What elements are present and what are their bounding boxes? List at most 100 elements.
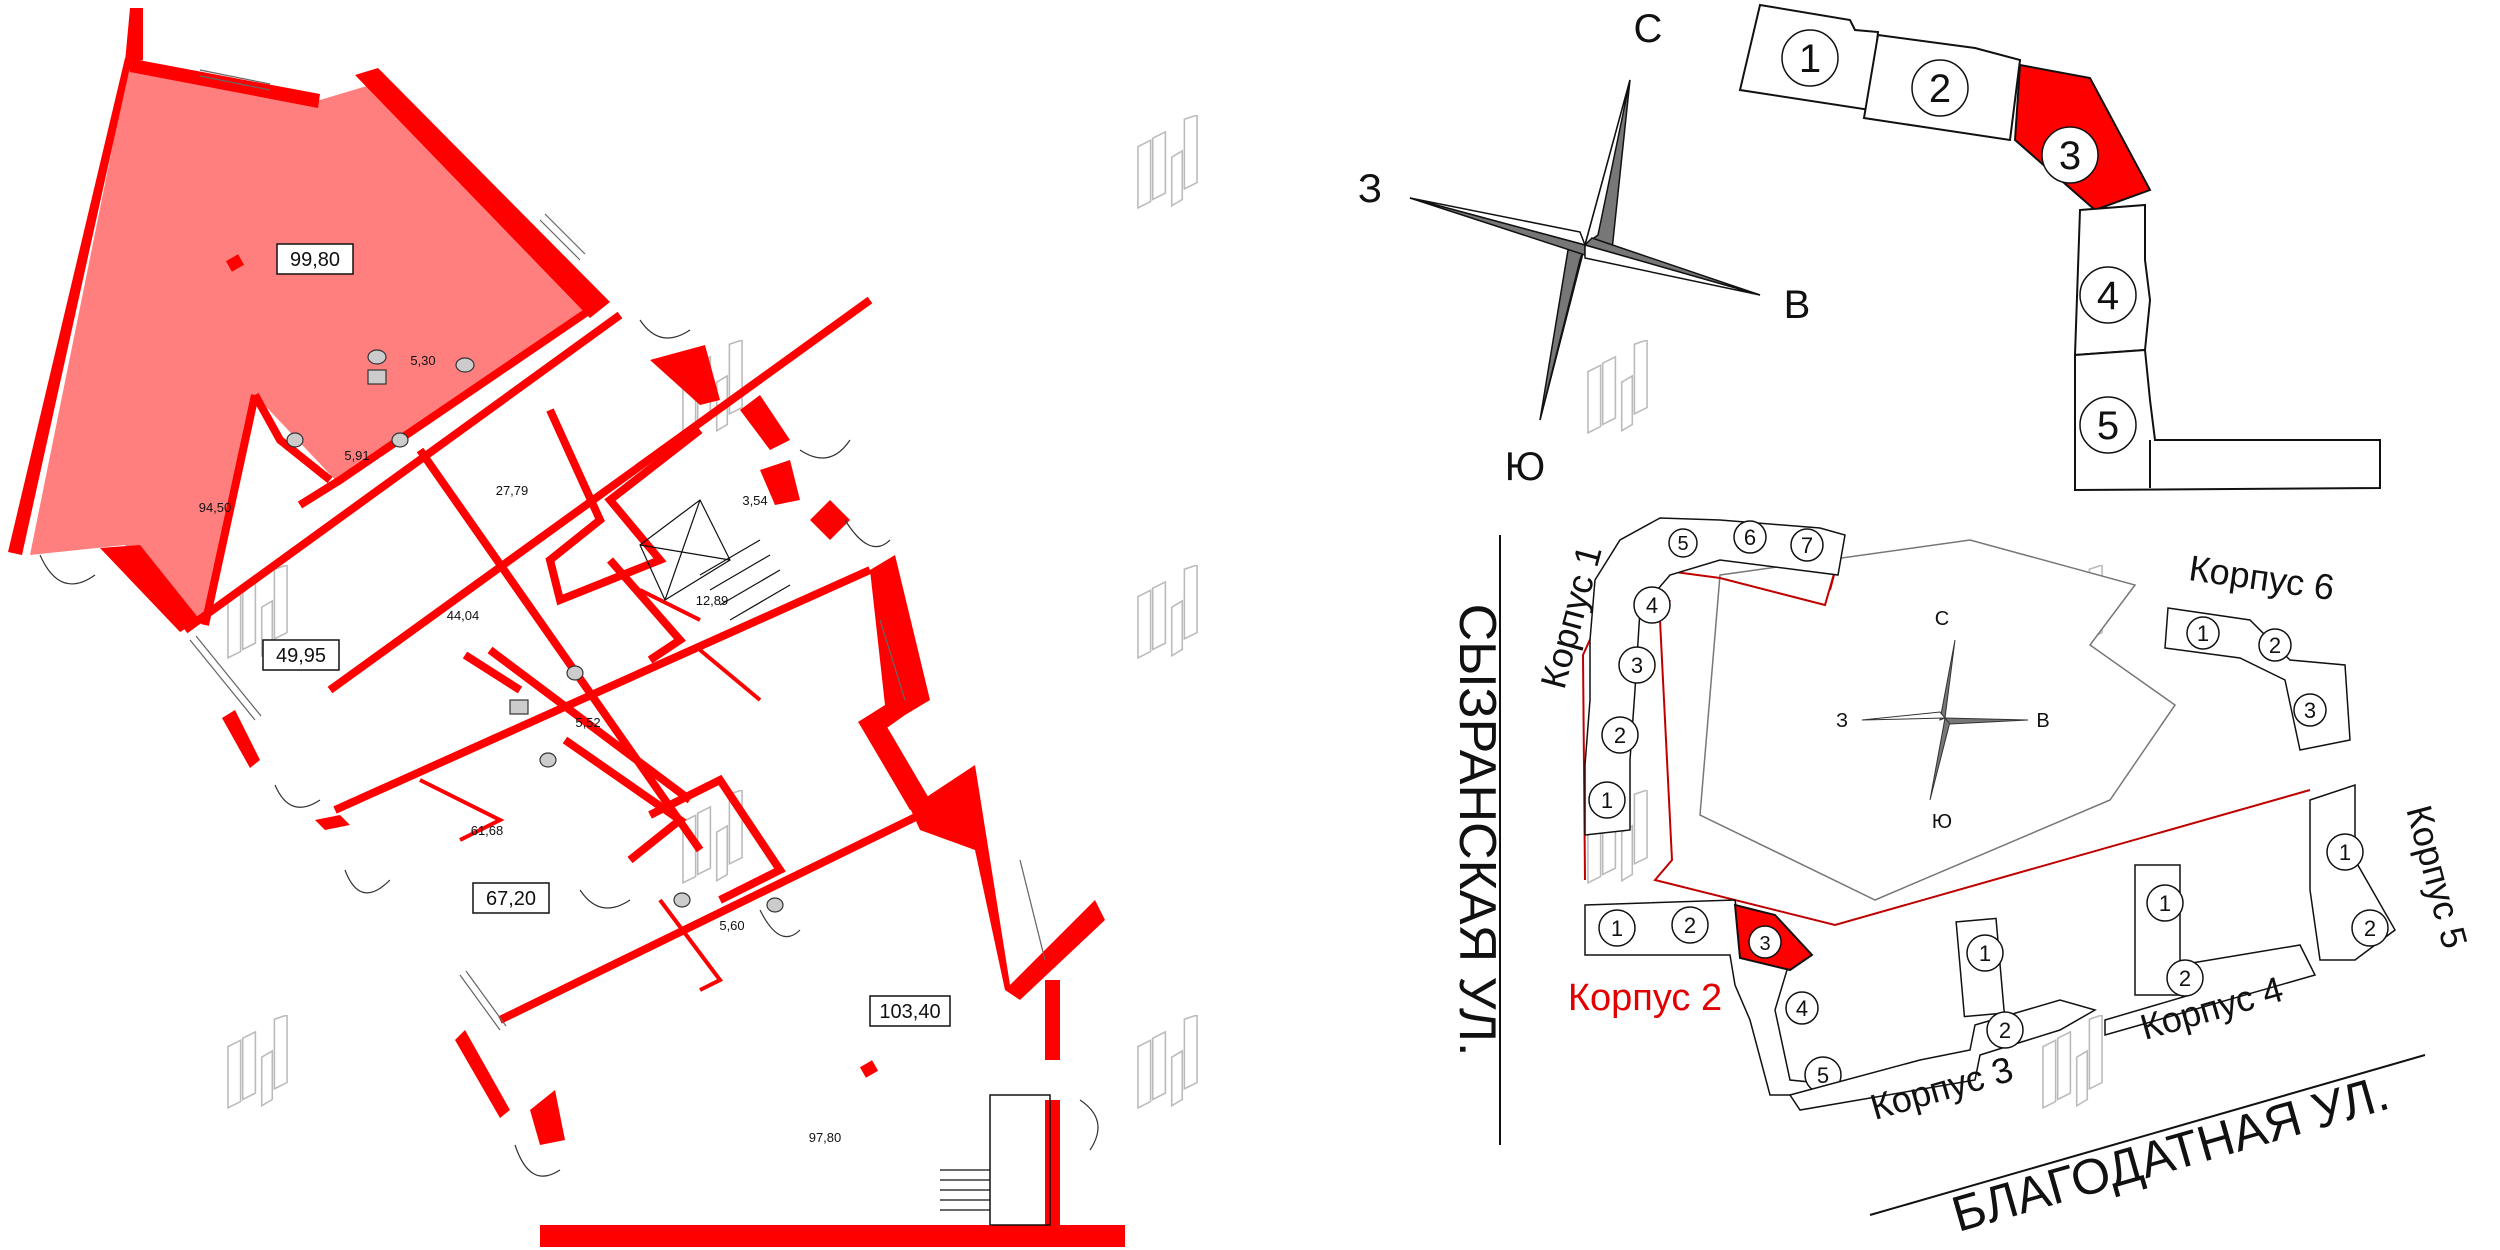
section-number: 5 — [1677, 533, 1688, 555]
outer-wall — [760, 460, 800, 505]
highlighted-unit-fill — [30, 60, 590, 625]
section-number: 3 — [1759, 933, 1770, 955]
outer-wall — [1045, 980, 1060, 1060]
area-label: 67,20 — [486, 888, 536, 910]
doors — [39, 319, 1099, 1177]
building-korpus-6: 1 2 3 Корпус 6 — [2164, 547, 2351, 751]
sink-icon — [367, 369, 387, 385]
windows — [189, 69, 1046, 1031]
area-label: 99,80 — [290, 249, 340, 271]
compass-west-label: З — [1358, 167, 1382, 211]
courtyard-outline — [1699, 539, 2177, 901]
street-label-left: СЫЗРАНСКАЯ УЛ. — [1448, 604, 1506, 1057]
watermark-logo — [227, 1015, 288, 1109]
section-number-circle-highlighted — [2041, 126, 2099, 184]
outer-wall — [128, 58, 320, 108]
compass-south-label: Ю — [1505, 445, 1545, 489]
watermark-logo — [1137, 565, 1198, 659]
building-label: Корпус 6 — [2187, 547, 2337, 608]
area-label: 5,91 — [344, 448, 369, 463]
section-number: 2 — [1614, 723, 1626, 748]
outer-wall — [910, 765, 1105, 1000]
toilet-icon — [367, 349, 387, 365]
section-number: 1 — [1611, 916, 1623, 941]
outer-wall — [455, 1030, 510, 1118]
outer-wall — [858, 555, 930, 740]
section-number: 2 — [2179, 966, 2191, 991]
section-number: 4 — [2097, 274, 2119, 318]
section-number: 3 — [1631, 653, 1643, 678]
compass-rose-large: С В Ю З — [1358, 7, 1810, 489]
toilet-icon — [455, 357, 475, 373]
section-number: 4 — [1796, 996, 1808, 1021]
compass-north-label: С — [1634, 7, 1663, 51]
section-number-circle — [1911, 59, 1969, 117]
toilet-icon — [673, 892, 691, 908]
bathroom-fixtures — [225, 254, 879, 1078]
section-number-circle — [2079, 396, 2137, 454]
building-label-highlighted: Корпус 2 — [1568, 977, 1722, 1019]
marker — [225, 254, 245, 272]
section-number: 2 — [1684, 913, 1696, 938]
outer-wall — [355, 68, 610, 318]
area-label: 12,89 — [696, 593, 729, 608]
building-korpus-5: 1 2 Корпус 5 — [2309, 783, 2476, 961]
building-korpus-2: 1 2 3 4 5 Корпус 2 — [1568, 899, 1843, 1101]
area-label: 5,60 — [719, 918, 744, 933]
section-number-circle — [1781, 29, 1839, 87]
area-label: 49,95 — [276, 645, 326, 667]
section-outline — [2074, 348, 2381, 492]
marker — [859, 1060, 879, 1078]
section-number-circle — [2079, 266, 2137, 324]
sink-icon — [509, 699, 529, 715]
compass-rose-small: С В Ю З — [1836, 608, 2050, 833]
toilet-icon — [391, 432, 409, 448]
section-number: 2 — [2269, 633, 2281, 658]
site-plan: СЫЗРАНСКАЯ УЛ. БЛАГОДАТНАЯ УЛ. С В Ю З 1… — [1448, 517, 2476, 1243]
outer-wall — [650, 345, 720, 405]
area-badge: 49,95 — [262, 639, 340, 671]
floor-plan: 99,80 5,30 94,50 5,91 27,79 3,54 44,04 4… — [8, 8, 1125, 1247]
outer-wall — [860, 715, 930, 810]
section-number: 3 — [2304, 698, 2316, 723]
outer-wall — [540, 1225, 1125, 1247]
section-number: 2 — [1999, 1018, 2011, 1043]
watermark-logo — [1587, 340, 1648, 434]
interior-walls — [182, 296, 932, 1024]
building-label: Корпус 5 — [2398, 801, 2475, 953]
stairs — [639, 499, 990, 1211]
outer-wall — [222, 710, 260, 768]
area-badge: 67,20 — [472, 882, 550, 914]
street-label-bottom: БЛАГОДАТНАЯ УЛ. — [1946, 1065, 2395, 1243]
building-section-key: 1 2 3 4 5 — [1738, 3, 2381, 492]
watermark-logo — [1137, 1015, 1198, 1109]
building-korpus-4: 1 2 Корпус 4 — [2104, 864, 2317, 1048]
compass-north-label: С — [1935, 608, 1949, 630]
compass-east-label: В — [2036, 710, 2049, 732]
area-badge: 99,80 — [276, 243, 354, 275]
compass-west-label: З — [1836, 710, 1848, 732]
street-line — [1869, 1054, 2426, 1216]
outer-wall — [530, 1090, 565, 1145]
toilet-icon — [766, 897, 784, 913]
area-label: 3,54 — [742, 493, 767, 508]
toilet-icon — [539, 752, 557, 768]
toilet-icon — [286, 432, 304, 448]
area-label: 94,50 — [199, 500, 232, 515]
outer-wall — [1045, 1100, 1060, 1245]
compass-south-label: Ю — [1932, 811, 1952, 833]
area-label: 27,79 — [496, 483, 529, 498]
watermark-logo — [1137, 115, 1198, 209]
section-number: 3 — [2059, 134, 2081, 178]
toilet-icon — [566, 665, 584, 681]
section-number: 1 — [1799, 37, 1821, 81]
area-label: 61,68 — [471, 823, 504, 838]
section-number: 1 — [1601, 788, 1613, 813]
outer-wall — [8, 58, 132, 555]
section-number: 1 — [2339, 840, 2351, 865]
area-label: 44,04 — [447, 608, 480, 623]
section-number: 2 — [1929, 67, 1951, 111]
section-number: 4 — [1646, 593, 1658, 618]
building-korpus-3: 1 2 Корпус 3 — [1788, 917, 2097, 1128]
section-number: 5 — [1817, 1063, 1829, 1088]
